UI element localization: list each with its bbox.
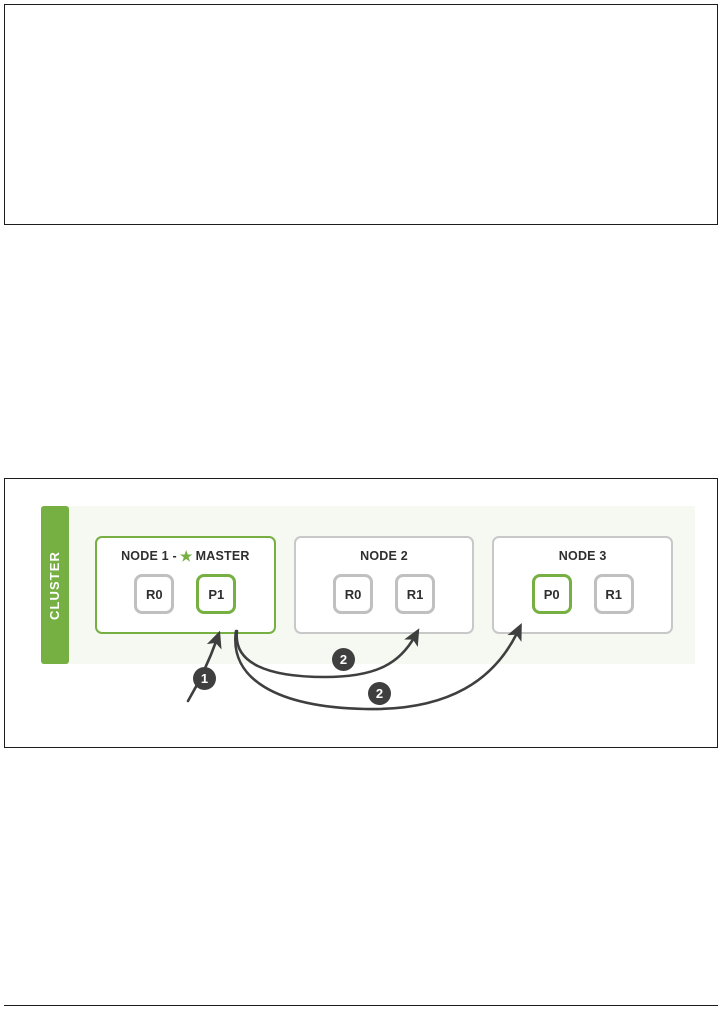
node-2-shards: R0 R1 xyxy=(333,574,435,614)
cluster-tab-label: CLUSTER xyxy=(47,550,63,620)
node-title-2: NODE 2 xyxy=(360,549,408,563)
figure-frame: CLUSTER NODE 1 - ★ MASTER R0 P1 NODE 2 xyxy=(4,478,718,748)
node-card-3[interactable]: NODE 3 P0 R1 xyxy=(492,536,674,634)
node-1-shards: R0 P1 xyxy=(134,574,237,614)
shard-node2-r0[interactable]: R0 xyxy=(333,574,373,614)
node-title-3: NODE 3 xyxy=(559,549,607,563)
cluster-tab: CLUSTER xyxy=(41,506,69,664)
node-title-1: NODE 1 - ★ MASTER xyxy=(121,547,250,564)
node-title-3-prefix: NODE 3 xyxy=(558,549,607,563)
top-content-frame xyxy=(4,4,718,225)
callout-badge-2a[interactable]: 2 xyxy=(332,648,355,671)
node-card-2[interactable]: NODE 2 R0 R1 xyxy=(293,536,475,634)
shard-node3-r1[interactable]: R1 xyxy=(593,574,634,614)
shard-node3-p0[interactable]: P0 xyxy=(531,574,572,614)
page-bottom-rule xyxy=(4,1005,718,1006)
node-title-2-prefix: NODE 2 xyxy=(360,549,408,563)
node-card-1[interactable]: NODE 1 - ★ MASTER R0 P1 xyxy=(95,536,276,634)
shard-node1-r0[interactable]: R0 xyxy=(134,574,175,614)
callout-badge-1[interactable]: 1 xyxy=(193,667,216,690)
shard-node2-r1[interactable]: R1 xyxy=(395,574,435,614)
node-title-1-prefix: NODE 1 - xyxy=(121,549,177,563)
node-3-shards: P0 R1 xyxy=(531,574,634,614)
cluster-panel: CLUSTER NODE 1 - ★ MASTER R0 P1 NODE 2 xyxy=(41,506,695,664)
master-star-icon: ★ xyxy=(179,547,193,564)
shard-node1-p1[interactable]: P1 xyxy=(196,574,237,614)
callout-badge-2b[interactable]: 2 xyxy=(368,682,391,705)
node-title-1-suffix: MASTER xyxy=(195,549,250,563)
nodes-row: NODE 1 - ★ MASTER R0 P1 NODE 2 R0 R1 xyxy=(69,506,695,664)
